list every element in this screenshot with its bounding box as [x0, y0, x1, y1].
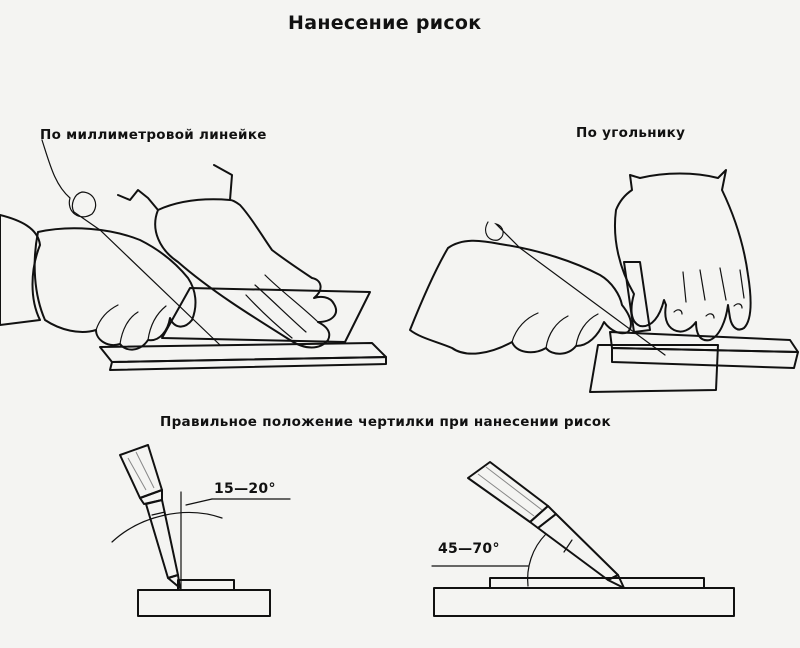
base-plate-right: [433, 587, 735, 617]
scriber-tool-left-icon: [119, 444, 181, 589]
left-hand-icon: [33, 227, 197, 351]
right-hand-icon: [117, 164, 337, 349]
angle-label-right: 45—70°: [438, 541, 500, 557]
left-hand-square-icon: [409, 239, 632, 355]
ruler-scene-illustration: [0, 139, 387, 371]
angle-label-left: 15—20°: [214, 481, 276, 497]
caption-position: Правильное положение чертилки при нанесе…: [160, 414, 611, 430]
scriber-tool-right-icon: [467, 461, 625, 589]
page-title: Нанесение рисок: [288, 12, 482, 34]
scriber-left-icon: [41, 139, 221, 346]
scriber-right-icon: [485, 221, 666, 356]
square-scene-illustration: [409, 169, 799, 393]
workpiece-plate-right: [589, 344, 719, 393]
base-plate-left: [137, 589, 271, 617]
right-hand-square-icon: [613, 169, 752, 342]
caption-ruler: По миллиметровой линейке: [40, 127, 267, 143]
scriber-angle-right-illustration: [431, 461, 735, 617]
caption-square: По угольнику: [576, 125, 686, 141]
scriber-angle-left-illustration: [111, 444, 291, 617]
left-hand-sleeve: [0, 214, 41, 326]
